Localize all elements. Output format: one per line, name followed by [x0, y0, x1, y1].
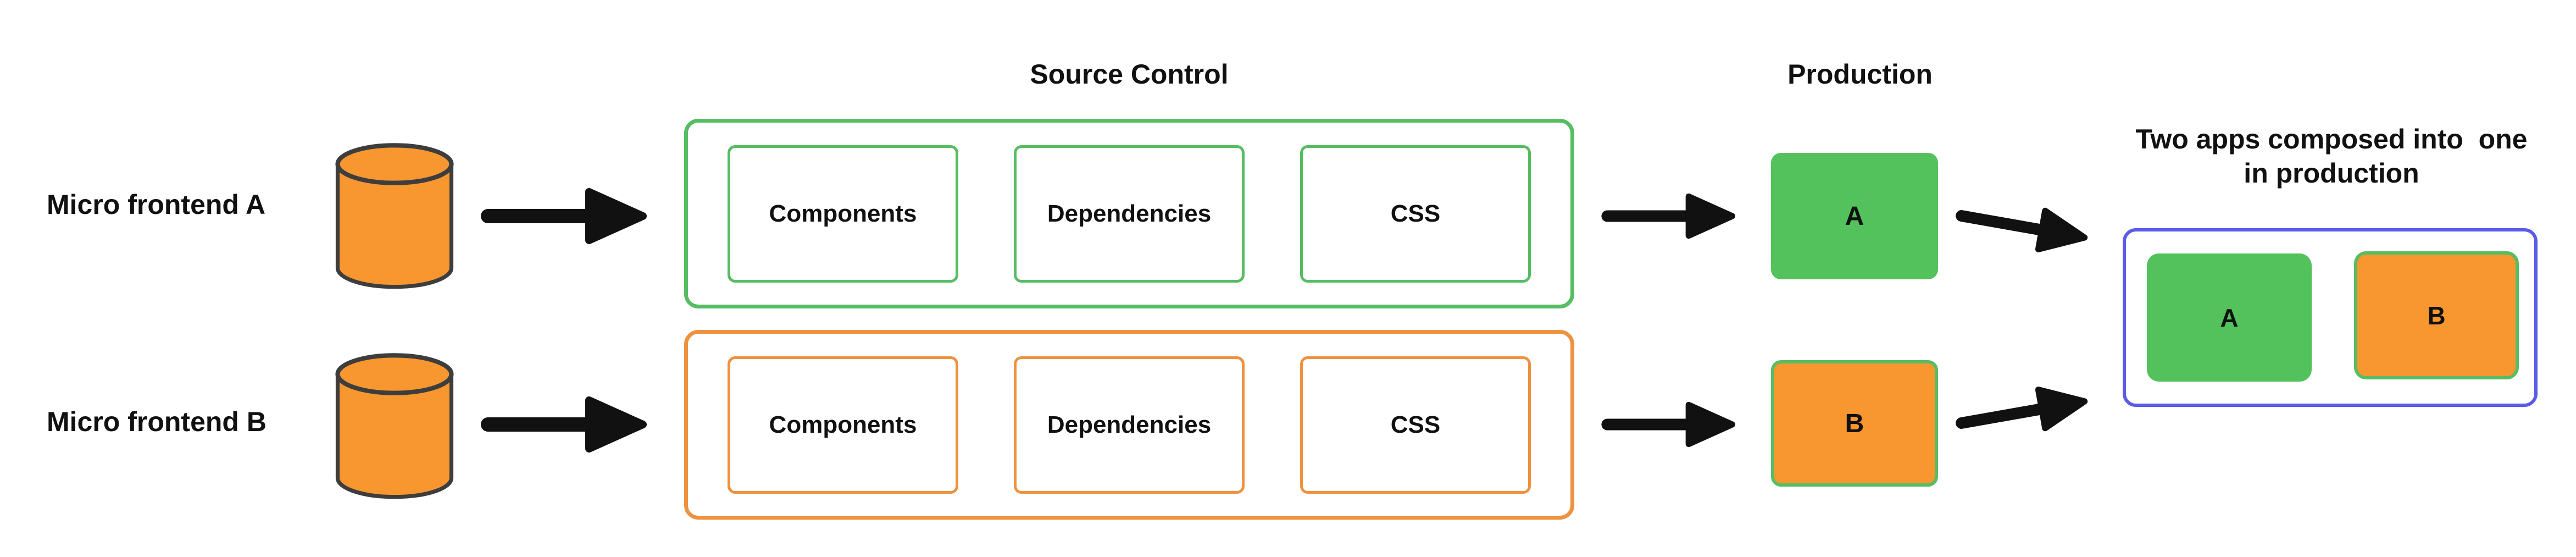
- database-cylinder-a-icon: [335, 143, 454, 289]
- css-box-a: CSS: [1300, 145, 1531, 283]
- css-box-b: CSS: [1300, 356, 1531, 494]
- production-title: Production: [1787, 59, 1933, 90]
- production-app-b: B: [1771, 360, 1938, 487]
- row-a-label: Micro frontend A: [47, 189, 266, 220]
- composed-app-b: B: [2354, 251, 2519, 379]
- components-box-a: Components: [728, 145, 958, 283]
- arrow-up-right-icon: [1956, 387, 2088, 432]
- composed-title: Two apps composed into one in production: [2123, 122, 2540, 190]
- composed-title-line1: Two apps composed into one: [2135, 124, 2528, 155]
- composed-title-line2: in production: [2244, 158, 2419, 189]
- composed-app-a: A: [2147, 253, 2312, 382]
- arrow-right-icon: [1601, 401, 1735, 448]
- source-control-title: Source Control: [1030, 59, 1229, 90]
- arrow-right-icon: [481, 396, 647, 453]
- composed-container: A B: [2123, 228, 2538, 407]
- database-cylinder-b-icon: [335, 353, 454, 499]
- dependencies-box-a: Dependencies: [1014, 145, 1245, 283]
- arrow-right-icon: [481, 188, 647, 244]
- source-control-container-a: Components Dependencies CSS: [684, 119, 1574, 308]
- components-box-b: Components: [728, 356, 958, 494]
- arrow-down-right-icon: [1956, 207, 2088, 252]
- production-app-a: A: [1771, 153, 1938, 279]
- arrow-right-icon: [1601, 193, 1735, 239]
- source-control-container-b: Components Dependencies CSS: [684, 330, 1574, 520]
- row-b-label: Micro frontend B: [47, 406, 267, 437]
- dependencies-box-b: Dependencies: [1014, 356, 1245, 494]
